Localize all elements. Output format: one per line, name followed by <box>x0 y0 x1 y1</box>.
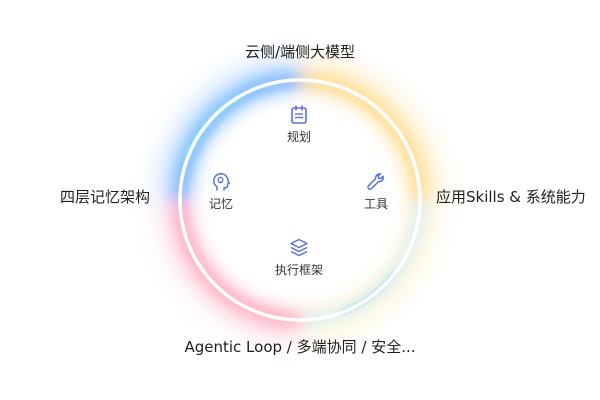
node-memory: 记忆 <box>181 171 261 212</box>
node-tools: 工具 <box>336 171 416 212</box>
head-brain-icon <box>181 171 261 193</box>
label-cloud-device-model: 云侧/端侧大模型 <box>244 43 356 61</box>
node-planning-label: 规划 <box>286 130 311 144</box>
node-tools-label: 工具 <box>363 197 388 211</box>
label-skills-system: 应用Skills & 系统能力 <box>436 188 586 206</box>
node-execution-label: 执行框架 <box>274 263 323 277</box>
wrench-icon <box>336 171 416 193</box>
node-planning: 规划 <box>259 104 339 145</box>
node-execution: 执行框架 <box>259 237 339 278</box>
calendar-icon <box>259 104 339 126</box>
label-memory-architecture: 四层记忆架构 <box>60 188 151 206</box>
label-agentic-loop: Agentic Loop / 多端协同 / 安全... <box>184 338 416 356</box>
layers-icon <box>259 237 339 259</box>
node-memory-label: 记忆 <box>208 197 233 211</box>
